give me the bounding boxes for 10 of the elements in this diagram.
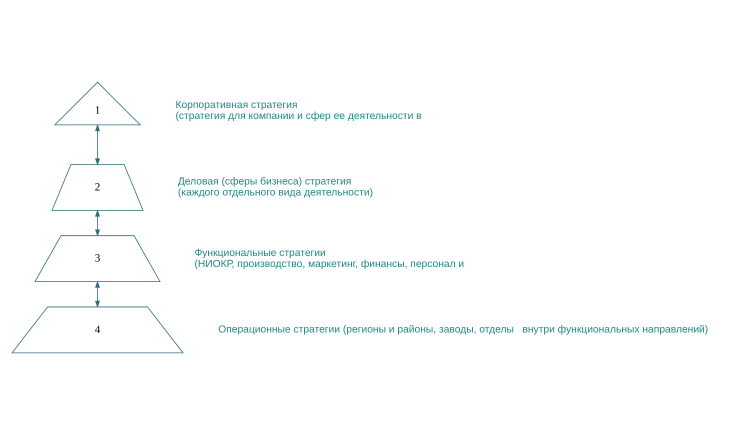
arrow	[95, 209, 100, 237]
node-label: (каждого отдельного вида деятельности)	[178, 188, 374, 199]
arrow	[95, 280, 100, 308]
node-label: (НИОКР, производство, маркетинг, финансы, персонал и	[194, 258, 464, 270]
node-label: Деловая (сферы бизнеса) стратегия	[178, 176, 352, 188]
node-label: Корпоративная стратегия	[175, 100, 298, 111]
node-label: (стратегия для компании и сфер ее деятельности в	[175, 110, 422, 122]
arrow	[95, 124, 100, 166]
node-label: Функциональные стратегии	[194, 248, 326, 259]
node-label: Операционные стратегии (регионы и районы, заводы, отделы внутри функциональных направлений)	[218, 324, 708, 336]
